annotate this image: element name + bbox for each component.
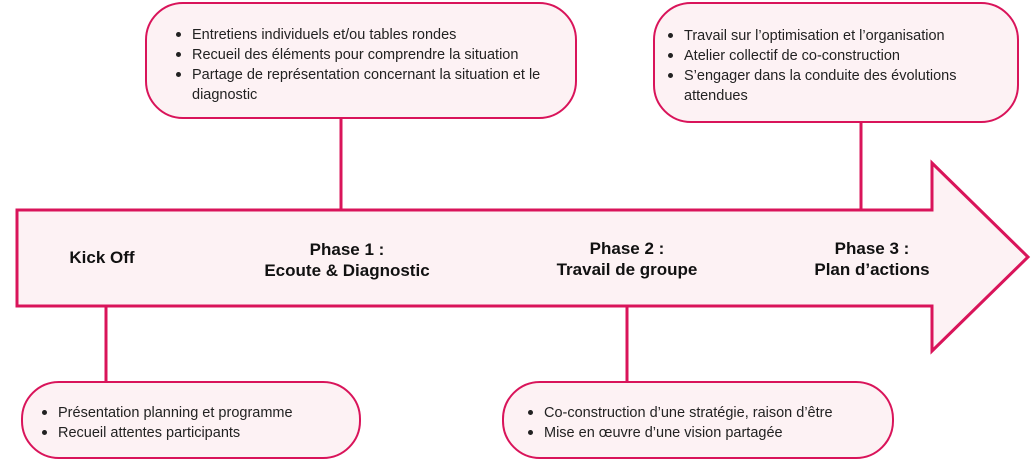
list-item: Entretiens individuels et/ou tables rond…: [175, 25, 559, 45]
list-item: Présentation planning et programme: [41, 403, 347, 423]
callout-list: Co-construction d’une stratégie, raison …: [527, 403, 880, 443]
timeline-arrow: [15, 159, 1031, 355]
callout-list: Travail sur l’optimisation et l’organisa…: [667, 26, 1001, 106]
callout-phase3: Travail sur l’optimisation et l’organisa…: [653, 2, 1019, 123]
phase-label-line1: Phase 1 :: [309, 240, 385, 259]
list-item: Recueil attentes participants: [41, 423, 347, 443]
phase-label-phase2: Phase 2 : Travail de groupe: [527, 238, 727, 280]
list-item: Mise en œuvre d’une vision partagée: [527, 423, 880, 443]
callout-phase2: Co-construction d’une stratégie, raison …: [502, 381, 894, 459]
phase-label-line1: Phase 3 :: [834, 239, 910, 258]
phase-label-line2: Ecoute & Diagnostic: [264, 261, 430, 280]
list-item: Recueil des éléments pour comprendre la …: [175, 45, 559, 65]
phase-label-line1: Phase 2 :: [589, 239, 665, 258]
phase-label-line1: Kick Off: [69, 248, 135, 267]
phase-label-line2: Plan d’actions: [814, 260, 930, 279]
phase-label-line2: Travail de groupe: [556, 260, 698, 279]
callout-kickoff: Présentation planning et programme Recue…: [21, 381, 361, 459]
list-item: Partage de représentation concernant la …: [175, 65, 559, 105]
list-item: Co-construction d’une stratégie, raison …: [527, 403, 880, 423]
list-item: Atelier collectif de co-construction: [667, 46, 1001, 66]
phase-label-phase1: Phase 1 : Ecoute & Diagnostic: [237, 239, 457, 281]
callout-list: Présentation planning et programme Recue…: [41, 403, 347, 443]
list-item: Travail sur l’optimisation et l’organisa…: [667, 26, 1001, 46]
list-item: S’engager dans la conduite des évolution…: [667, 66, 1001, 106]
phase-label-kickoff: Kick Off: [42, 247, 162, 268]
callout-phase1: Entretiens individuels et/ou tables rond…: [145, 2, 577, 119]
phase-label-phase3: Phase 3 : Plan d’actions: [782, 238, 962, 280]
callout-list: Entretiens individuels et/ou tables rond…: [175, 25, 559, 105]
